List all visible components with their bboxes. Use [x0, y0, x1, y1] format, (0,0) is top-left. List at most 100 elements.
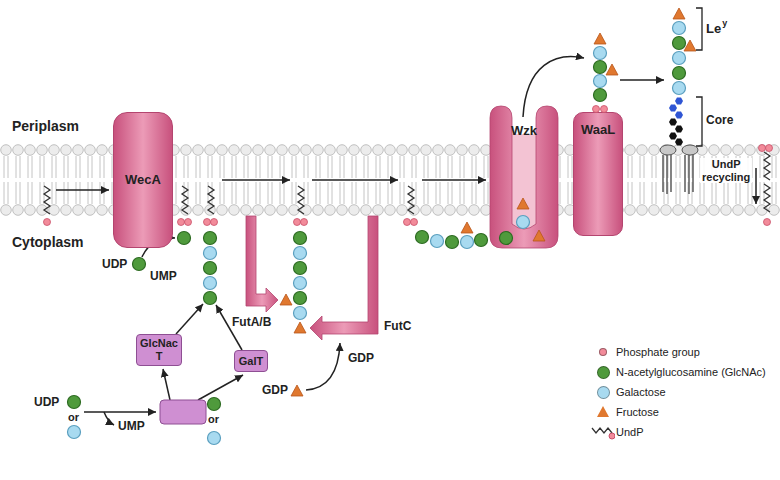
legend-swatch: [597, 366, 610, 379]
legend-sample: [591, 424, 615, 440]
sugar-chain: [475, 234, 488, 247]
lps-structure: [675, 112, 683, 119]
flow-arrow: [84, 411, 156, 413]
lps-structure: [673, 22, 686, 35]
lipid-a: [660, 145, 698, 194]
enzyme-box: GlcNac T: [136, 334, 182, 366]
lps-structure: [669, 133, 677, 140]
recycling-label: UndP recycling: [700, 158, 752, 183]
undp-lipid: [182, 186, 188, 214]
ligase-protein: WaaL: [573, 112, 623, 236]
label-slot: UDP: [34, 396, 59, 410]
undp-lipid: [298, 186, 304, 214]
sugar-chain: [500, 33, 619, 245]
region-label: Periplasm: [12, 118, 79, 134]
legend-slot: UndP: [616, 425, 644, 439]
lps-structure: [675, 139, 683, 146]
sugar-chain: [204, 247, 217, 260]
sugar-chain: [294, 277, 307, 290]
undp-lipid: [204, 219, 211, 226]
legend-slot: Fructose: [616, 405, 659, 419]
undp-lipid: [44, 219, 51, 226]
flow-arrow: [312, 179, 398, 181]
label-slot: or: [68, 411, 79, 424]
membrane-protein: WecA: [113, 112, 173, 248]
enzyme-label: FutA/B: [232, 316, 271, 330]
label-slot: FutC: [384, 320, 411, 334]
protein-label: WecA: [125, 173, 161, 188]
sugar-chain: [294, 292, 307, 305]
lps-structure: [669, 8, 696, 146]
flow-arrow: [56, 189, 109, 191]
legend-zigzag: [592, 428, 612, 433]
nucleotide-label: UDP: [102, 258, 127, 272]
undp-lipid: [764, 184, 770, 212]
sugar-chain: [461, 222, 473, 233]
lps-structure: [673, 37, 686, 50]
sugar-chain: [594, 75, 607, 88]
core-label: Core: [706, 114, 733, 128]
label-slot: UMP: [150, 270, 177, 284]
protein-label: WaaL: [581, 123, 615, 138]
undp-lipid: [44, 186, 50, 214]
nucleotide-label: UMP: [118, 420, 145, 434]
sugar-chain: [500, 232, 513, 245]
sugar-chain: [204, 262, 217, 275]
sugar-chain: [68, 222, 488, 445]
bracket: [696, 8, 702, 146]
sugar-chain: [294, 247, 307, 260]
flow-arrow: [306, 343, 340, 390]
sugar-chain: [294, 322, 306, 333]
flow-arrow: [755, 168, 757, 204]
nucleotide-label: UMP: [150, 270, 177, 284]
flippase-body: [490, 106, 558, 248]
sugar-chain: [204, 292, 217, 305]
sugar-chain: [593, 106, 600, 113]
sugar-chain: [533, 230, 545, 241]
flow-arrow: [176, 304, 203, 334]
sugar-chain: [133, 258, 146, 271]
sugar-chain: [416, 231, 429, 244]
label-slot: UndP recycling: [700, 158, 752, 183]
lps-structure: [675, 126, 683, 133]
legend-slot: Phosphate group: [616, 345, 700, 359]
legend-text: Galactose: [616, 385, 666, 399]
legend-text: Fructose: [616, 405, 659, 419]
label-slot: Cytoplasm: [12, 234, 84, 250]
sugar-chain: [446, 236, 459, 249]
protein-label: Wzk: [511, 124, 537, 139]
legend-swatch: [599, 348, 607, 356]
sugar-chain: [178, 232, 191, 245]
sugar-chain: [291, 385, 303, 396]
label-slot: Core: [706, 114, 733, 128]
label-slot: GDP: [262, 384, 288, 398]
fucosyltransferase-arrow: [246, 216, 278, 312]
legend-text: Phosphate group: [616, 345, 700, 359]
channel: [510, 134, 538, 230]
flow-arrow: [222, 179, 290, 181]
sugar-chain: [594, 89, 607, 102]
sugar-chain: [68, 396, 81, 409]
legend-text: UndP: [616, 425, 644, 439]
sugar-chain: [606, 64, 618, 75]
sugar-chain: [431, 235, 444, 248]
legend-swatch: [597, 406, 609, 417]
sugar-chain: [294, 262, 307, 275]
sugar-chain: [594, 47, 607, 60]
legend-slot: N-acetylglucosamine (GlcNAc): [616, 365, 766, 379]
antigen-label: Le: [706, 22, 721, 37]
label-slot: GDP: [348, 352, 374, 366]
nucleotide-label: UDP: [34, 396, 59, 410]
fucosyltransferase-arrow: [310, 216, 378, 340]
undp-lipid: [408, 186, 414, 214]
lps-structure: [673, 52, 686, 65]
undp-lipid: [211, 219, 218, 226]
sugar-chain: [461, 236, 474, 249]
label-slot: UDP: [102, 258, 127, 272]
enzyme-box: GalT: [234, 350, 268, 372]
lps-structure: [673, 8, 685, 19]
lipid-a: [663, 155, 693, 194]
sugar-chain: [294, 307, 307, 320]
